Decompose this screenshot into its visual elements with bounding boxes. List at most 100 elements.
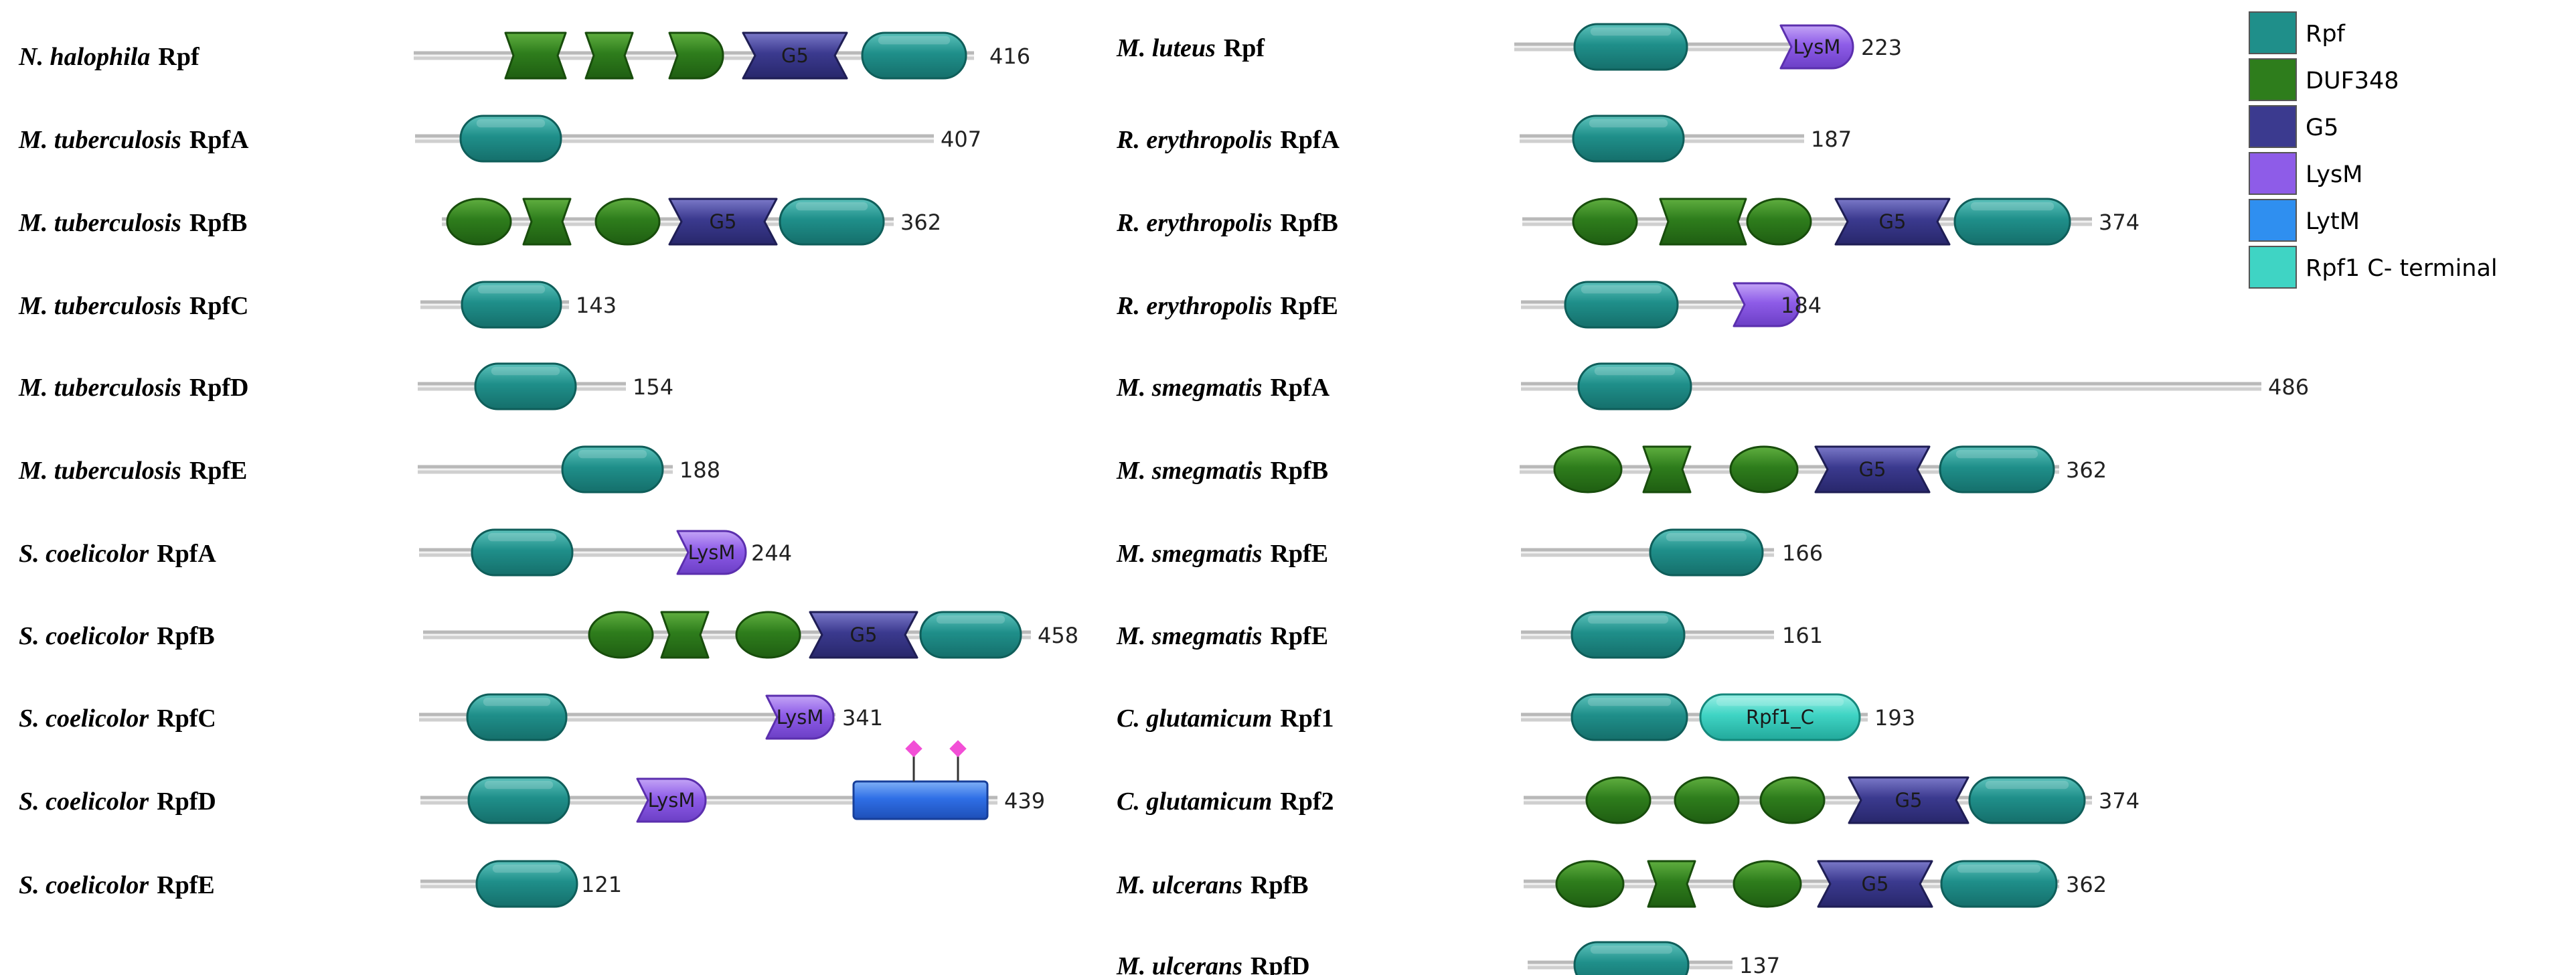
protein-name: RpfE xyxy=(157,871,215,899)
lysm-domain: LysM xyxy=(765,694,835,740)
domain-label: LysM xyxy=(688,541,736,564)
protein-length: 458 xyxy=(1038,623,1078,648)
lysm-domain: LysM xyxy=(676,530,747,575)
legend-label: G5 xyxy=(2306,115,2338,141)
domain-label: LysM xyxy=(1793,35,1841,58)
g5-domain: G5 xyxy=(668,198,778,246)
duf348-domain xyxy=(735,611,801,659)
duf348-domain xyxy=(522,198,572,246)
protein-name: Rpf xyxy=(158,43,200,71)
rpf-domain xyxy=(1572,115,1685,163)
rpf-domain xyxy=(1577,362,1692,410)
organism-name: M. tuberculosis xyxy=(18,209,181,237)
protein-length: 166 xyxy=(1782,540,1823,566)
protein-label: M. tuberculosis RpfC xyxy=(18,292,249,320)
organism-name: M. tuberculosis xyxy=(18,457,181,485)
protein-name: RpfE xyxy=(189,457,248,485)
organism-name: M. smegmatis xyxy=(1116,374,1262,402)
protein-name: RpfA xyxy=(157,540,216,568)
legend-swatch xyxy=(2249,105,2297,148)
rpf-domain xyxy=(1573,23,1688,71)
domain-label: G5 xyxy=(781,44,809,67)
legend-label: DUF348 xyxy=(2306,68,2399,94)
organism-name: M. smegmatis xyxy=(1116,457,1262,485)
rpf-domain xyxy=(459,115,562,163)
organism-name: M. smegmatis xyxy=(1116,622,1262,650)
lysm-domain xyxy=(1733,282,1801,327)
lysm-domain: LysM xyxy=(636,777,707,823)
protein-name: RpfC xyxy=(189,292,249,320)
duf348-domain xyxy=(1729,445,1799,494)
protein-name: RpfB xyxy=(1251,871,1309,899)
duf348-domain xyxy=(1647,860,1696,908)
rpf-domain xyxy=(1571,693,1688,741)
protein-length: 154 xyxy=(633,374,673,400)
rpf-domain xyxy=(561,445,664,494)
domain-label: G5 xyxy=(1859,458,1886,481)
legend-item: Rpf xyxy=(2249,11,2346,54)
protein-name: RpfB xyxy=(1270,457,1328,485)
rpf-domain xyxy=(1968,776,2086,824)
organism-name: R. erythropolis xyxy=(1116,209,1272,237)
domain-label: LysM xyxy=(648,789,696,812)
g5-domain: G5 xyxy=(1834,198,1951,246)
organism-name: M. ulcerans xyxy=(1116,871,1242,899)
duf348-domain xyxy=(446,198,512,246)
organism-name: M. smegmatis xyxy=(1116,540,1262,568)
domain-label: Rpf1_C xyxy=(1746,706,1814,729)
duf348-domain xyxy=(1674,776,1740,824)
protein-length: 188 xyxy=(679,457,720,483)
g5-domain: G5 xyxy=(1814,445,1931,494)
organism-name: S. coelicolor xyxy=(19,622,149,650)
legend-swatch xyxy=(2249,246,2297,289)
rpf-domain xyxy=(475,860,578,908)
organism-name: M. luteus xyxy=(1116,34,1216,62)
protein-label: M. smegmatis RpfB xyxy=(1116,457,1328,485)
domain-label: G5 xyxy=(710,210,737,233)
protein-length: 486 xyxy=(2268,374,2309,400)
rpf-domain xyxy=(1939,445,2055,494)
rpf-domain xyxy=(1571,611,1686,659)
legend-label: Rpf xyxy=(2306,21,2346,48)
rpf-domain xyxy=(779,198,885,246)
protein-name: RpfD xyxy=(1251,952,1310,975)
organism-name: M. tuberculosis xyxy=(18,292,181,320)
legend-item: DUF348 xyxy=(2249,58,2399,101)
protein-name: RpfE xyxy=(1280,292,1338,320)
rpf-domain xyxy=(474,362,577,410)
rpf-domain xyxy=(1564,281,1679,329)
legend-swatch xyxy=(2249,199,2297,242)
protein-length: 362 xyxy=(2066,457,2107,483)
legend-item: Rpf1 C- terminal xyxy=(2249,246,2498,289)
legend-swatch xyxy=(2249,58,2297,101)
protein-length: 439 xyxy=(1004,788,1045,814)
rpf-domain xyxy=(471,528,574,577)
protein-name: RpfE xyxy=(1270,540,1328,568)
g5-domain: G5 xyxy=(809,611,918,659)
organism-name: N. halophila xyxy=(18,43,150,71)
organism-name: R. erythropolis xyxy=(1116,126,1272,154)
protein-name: RpfC xyxy=(157,704,216,733)
protein-label: M. ulcerans RpfB xyxy=(1116,871,1309,899)
protein-name: Rpf2 xyxy=(1280,788,1334,816)
protein-length: 362 xyxy=(2066,872,2107,897)
g5-domain: G5 xyxy=(742,31,848,80)
protein-length: 341 xyxy=(842,705,883,731)
rpf1-c-domain: Rpf1_C xyxy=(1699,693,1861,741)
rpf-domain xyxy=(1953,198,2071,246)
protein-name: RpfB xyxy=(189,209,248,237)
protein-length: 184 xyxy=(1781,293,1822,318)
protein-name: RpfD xyxy=(189,374,249,402)
